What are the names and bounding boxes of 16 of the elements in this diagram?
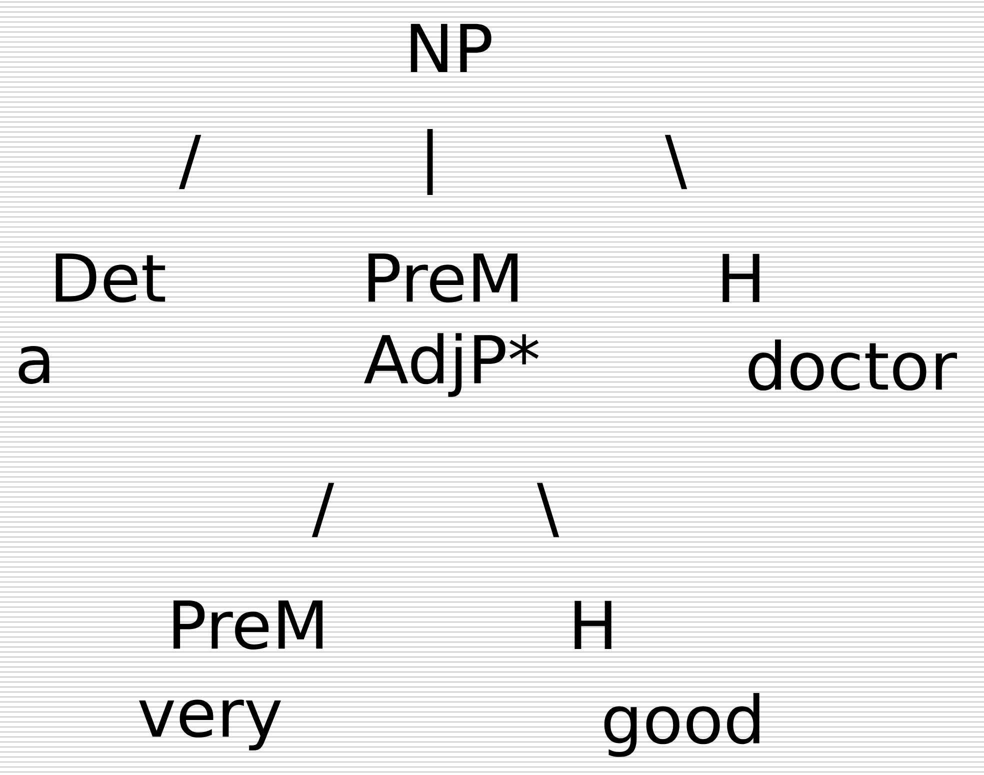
word-label: |	[427, 129, 433, 195]
tree-label: Det	[56, 253, 166, 303]
tree-label: PreM	[174, 600, 322, 650]
word-label: \	[664, 134, 688, 190]
word-label: /	[312, 482, 334, 538]
tree-label: AdjP*	[364, 333, 539, 397]
tree-label: NP	[410, 24, 492, 72]
tree-label: PreM	[368, 253, 518, 303]
word-label: a	[18, 346, 50, 384]
word-label: /	[178, 134, 202, 190]
word-label: good	[604, 693, 760, 757]
tree-label: H	[574, 600, 612, 650]
word-label: \	[536, 482, 560, 538]
tree-label: H	[722, 254, 760, 302]
word-label: very	[139, 700, 281, 750]
word-label: doctor	[748, 339, 958, 391]
